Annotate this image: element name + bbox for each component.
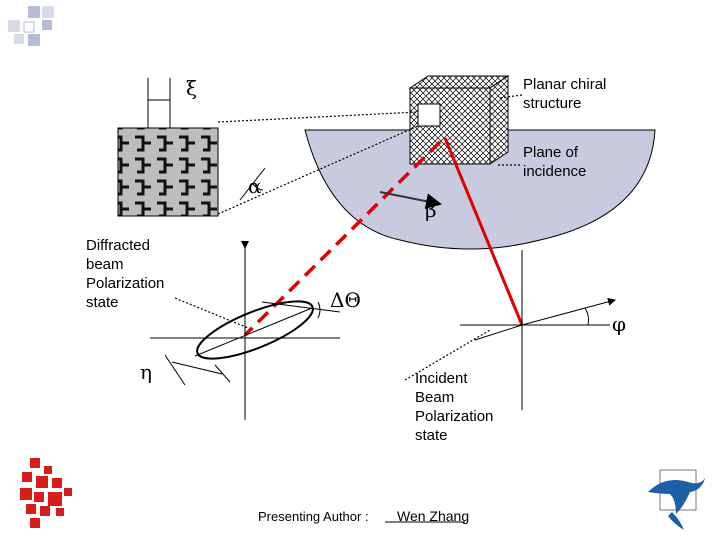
plane-of-incidence xyxy=(304,129,656,250)
delta-theta-symbol: ΔΘ xyxy=(330,288,361,312)
plane-incidence-line-2: incidence xyxy=(523,163,587,180)
diffracted-line-2: beam xyxy=(86,256,124,273)
corner-decoration xyxy=(8,6,54,46)
university-logo xyxy=(20,458,72,528)
planar-chiral-label: Planar chiral structure xyxy=(523,75,606,113)
eta-symbol: η xyxy=(140,360,152,384)
incident-polarization-axes xyxy=(460,250,616,410)
presenter-label: Presenting Author : xyxy=(258,509,369,524)
plane-incidence-line-1: Plane of xyxy=(523,144,579,161)
chiral-pattern-tile xyxy=(117,78,266,217)
incident-line-3: Polarization xyxy=(415,408,494,425)
incident-line-2: Beam xyxy=(415,389,455,406)
alpha-symbol: α xyxy=(248,174,262,198)
planar-chiral-line-2: structure xyxy=(523,95,582,112)
chiral-structure-block xyxy=(408,75,510,165)
incident-line-1: Incident xyxy=(415,370,468,387)
phi-symbol: φ xyxy=(612,312,627,336)
plane-incidence-label: Plane of incidence xyxy=(523,143,586,181)
dolphin-logo xyxy=(648,469,705,530)
diffracted-line-1: Diffracted xyxy=(86,237,150,254)
presenter-name: Wen Zhang xyxy=(397,508,470,524)
incident-line-4: state xyxy=(415,427,448,444)
beta-arrow xyxy=(379,191,442,210)
planar-chiral-line-1: Planar chiral xyxy=(523,76,607,93)
diffracted-line-4: state xyxy=(86,294,119,311)
diffracted-label: Diffracted beam Polarization state xyxy=(86,236,164,312)
incident-beam xyxy=(443,137,524,326)
incident-label: Incident Beam Polarization state xyxy=(415,369,493,445)
pointer-lines xyxy=(174,94,523,381)
diffracted-polarization-axes xyxy=(150,241,341,420)
beta-symbol: β xyxy=(425,198,437,222)
xi-symbol: ξ xyxy=(186,76,198,100)
diffracted-line-3: Polarization xyxy=(86,275,165,292)
diffracted-beam xyxy=(243,140,442,337)
